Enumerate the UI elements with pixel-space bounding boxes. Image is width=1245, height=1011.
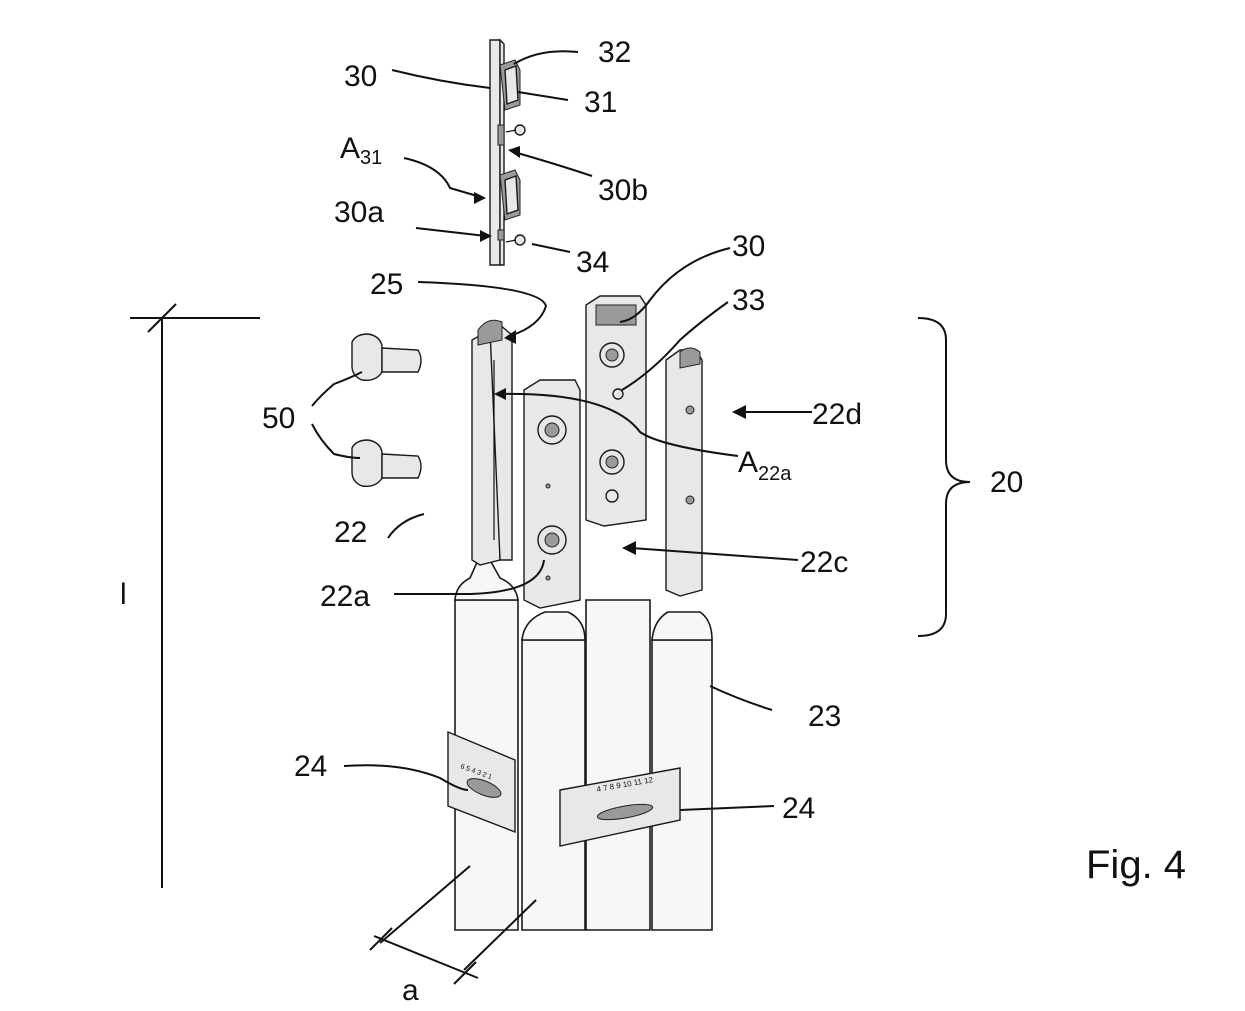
label-30-mid: 30 xyxy=(732,230,765,263)
label-33: 33 xyxy=(732,284,765,317)
label-a22a-main: A xyxy=(738,446,758,479)
length-dimension xyxy=(130,304,260,888)
label-34: 34 xyxy=(576,246,609,279)
label-a31-sub: 31 xyxy=(360,147,382,169)
label-22a: 22a xyxy=(320,580,370,613)
label-32: 32 xyxy=(598,36,631,69)
label-22: 22 xyxy=(334,516,367,549)
label-30-top: 30 xyxy=(344,60,377,93)
label-24-left: 24 xyxy=(294,750,327,783)
label-20: 20 xyxy=(990,466,1023,499)
label-a31-main: A xyxy=(340,132,360,165)
label-24-right: 24 xyxy=(782,792,815,825)
label-22c: 22c xyxy=(800,546,848,579)
bracket-20 xyxy=(918,318,970,636)
bolt-50-upper xyxy=(352,334,421,380)
label-22d: 22d xyxy=(812,398,862,431)
label-23: 23 xyxy=(808,700,841,733)
label-a22a-sub: 22a xyxy=(758,463,792,485)
label-25: 25 xyxy=(370,268,403,301)
label-50: 50 xyxy=(262,402,295,435)
label-30a: 30a xyxy=(334,196,384,229)
label-a31: A31 xyxy=(340,132,382,169)
bolt-50-lower xyxy=(352,440,421,486)
rod-center-22c xyxy=(522,380,585,930)
label-a22a: A22a xyxy=(738,446,792,485)
rod-left-22 xyxy=(455,320,518,930)
label-length-l: l xyxy=(120,578,127,611)
label-31: 31 xyxy=(584,86,617,119)
label-30b: 30b xyxy=(598,174,648,207)
label-width-a: a xyxy=(402,974,419,1007)
rod-right-22d xyxy=(652,348,712,930)
figure-label: Fig. 4 xyxy=(1086,843,1186,887)
